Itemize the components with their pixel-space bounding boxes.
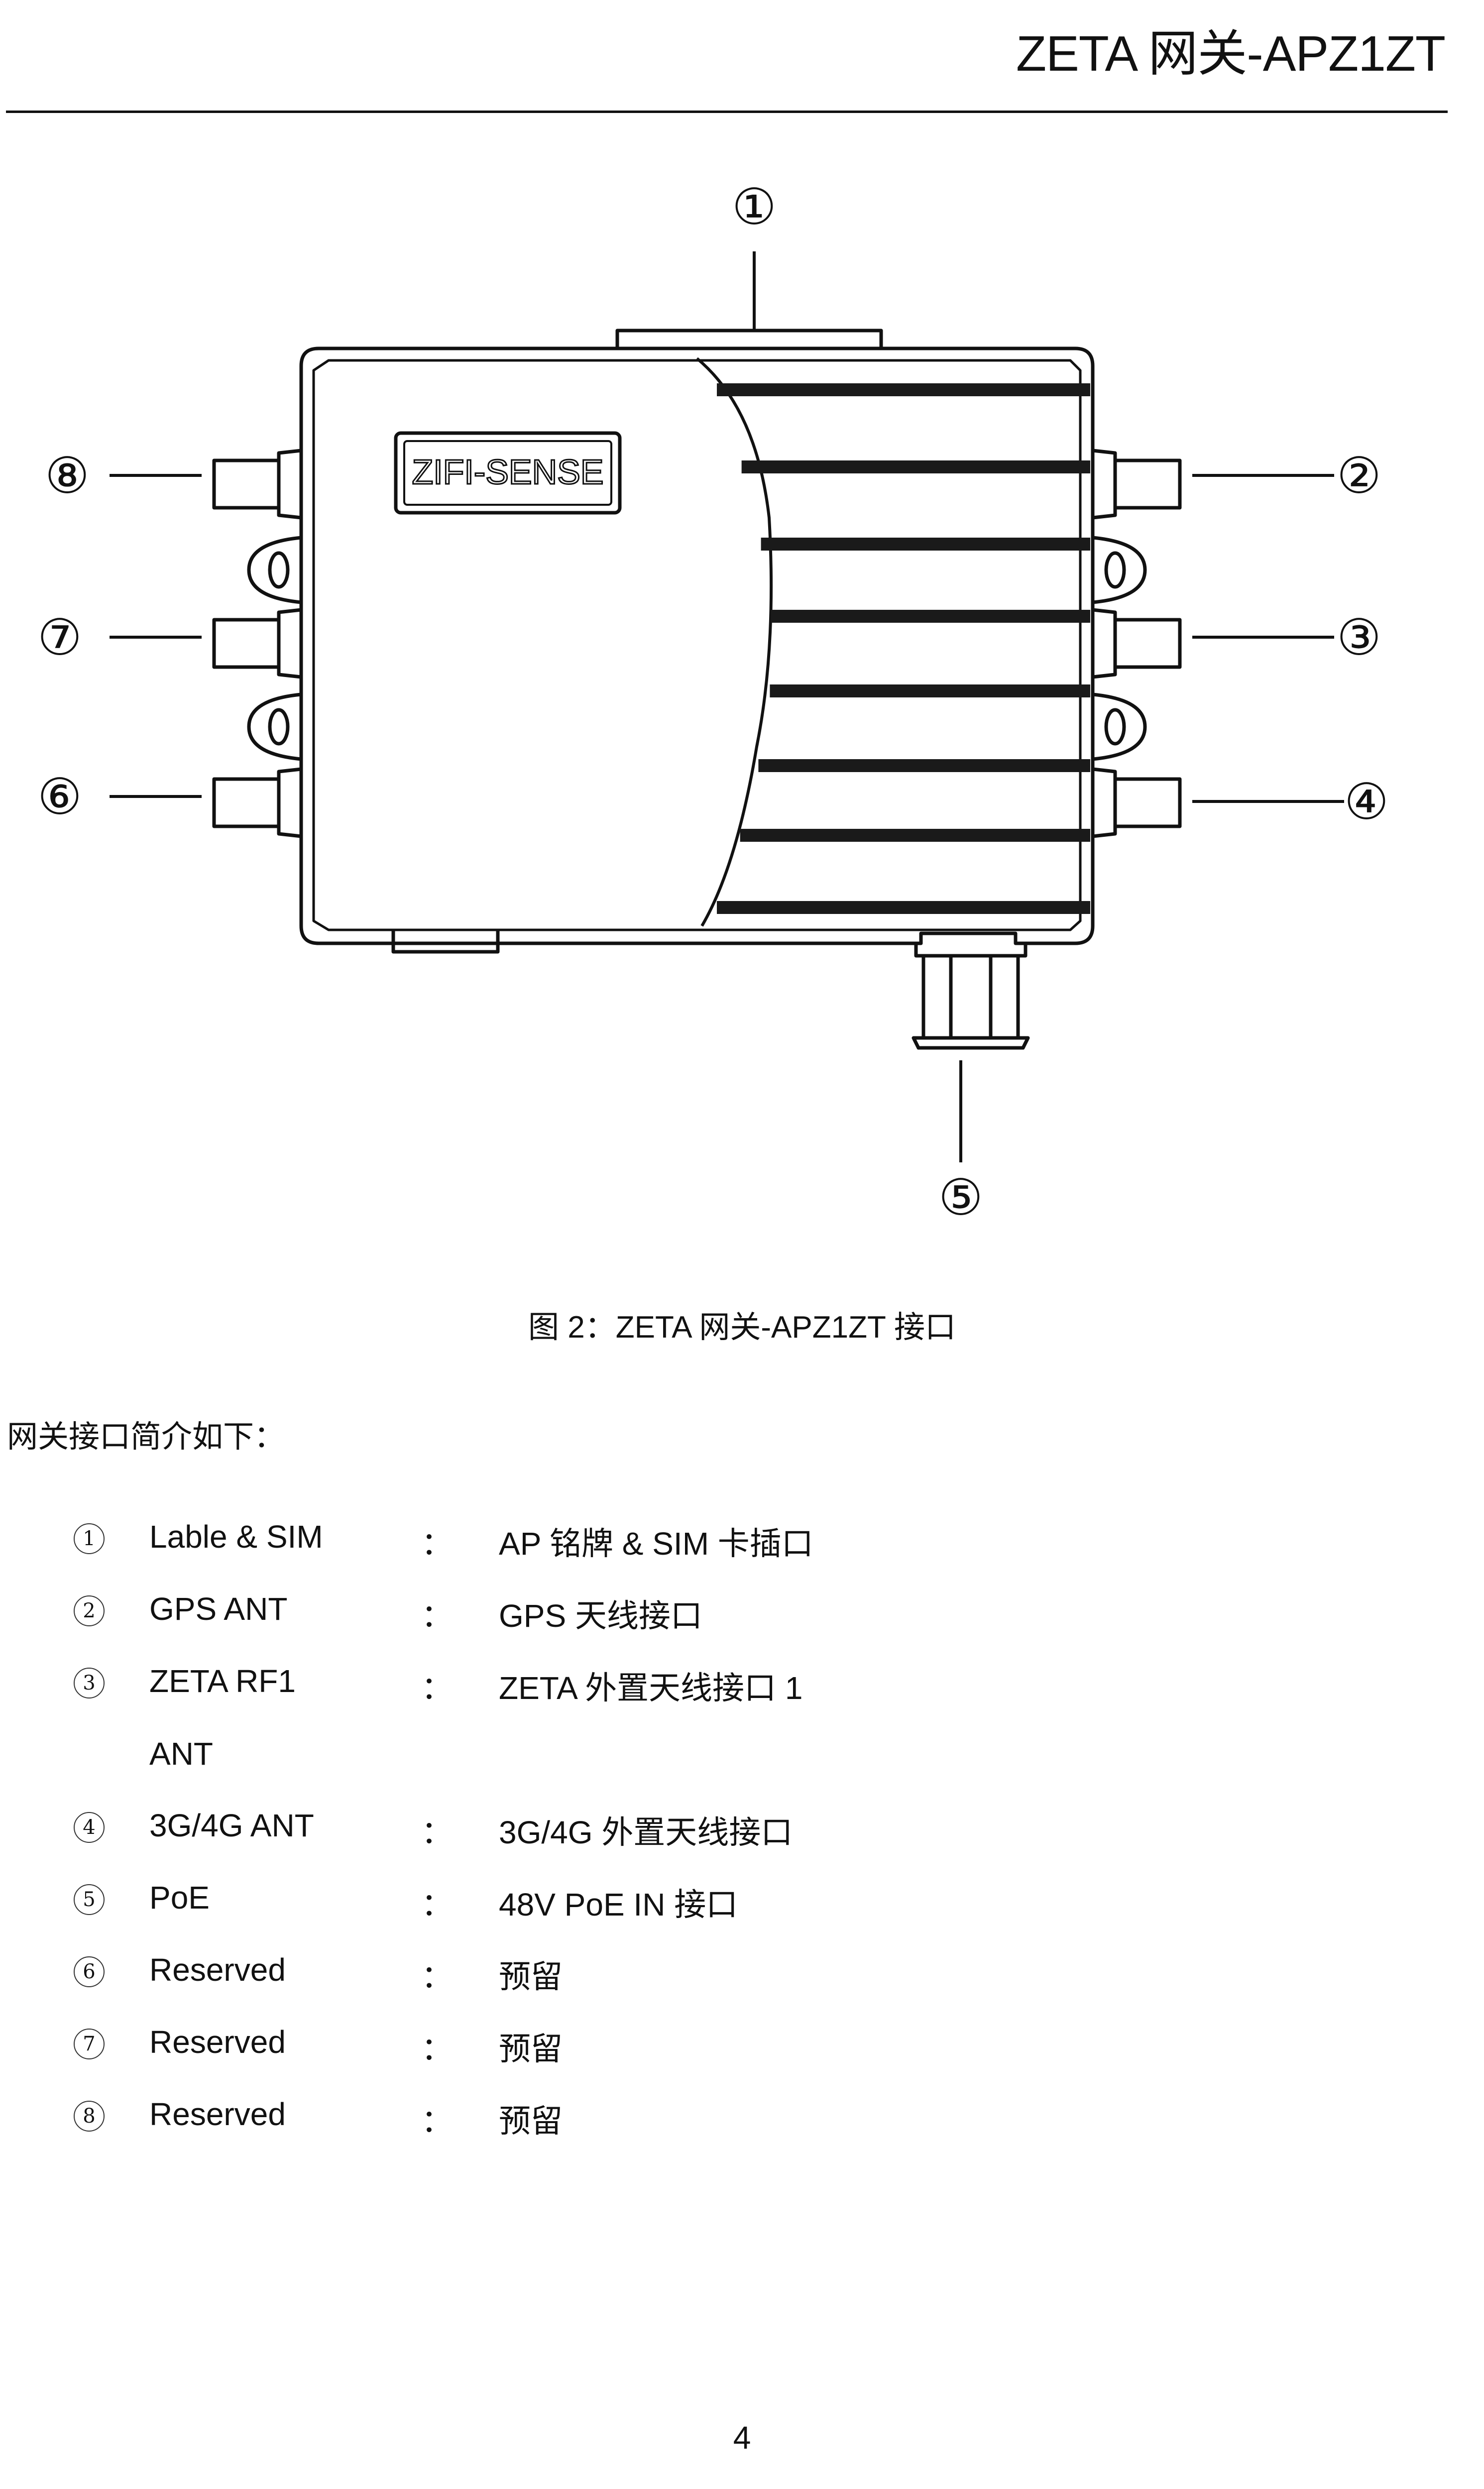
list-item: 2 GPS ANT ： GPS 天线接口 xyxy=(0,1590,1484,1645)
callout-2: ② xyxy=(1337,447,1381,505)
item-number: 1 xyxy=(74,1523,105,1554)
separator-colon: ： xyxy=(421,2103,453,2140)
separator-colon: ： xyxy=(421,1670,453,1707)
interface-name: Reserved xyxy=(149,2024,286,2060)
interface-description: ZETA 外置天线接口 1 xyxy=(499,1670,803,1706)
header-rule xyxy=(6,111,1448,113)
interface-description: GPS 天线接口 xyxy=(499,1598,702,1634)
interface-name-continued: ANT xyxy=(149,1736,213,1772)
device-fin xyxy=(770,684,1090,697)
interface-description: 3G/4G 外置天线接口 xyxy=(499,1814,793,1850)
separator-colon: ： xyxy=(421,1887,453,1923)
item-number: 6 xyxy=(74,1956,105,1987)
list-item: 7 Reserved ： 预留 xyxy=(0,2024,1484,2078)
callout-4: ④ xyxy=(1344,773,1389,831)
device-fin xyxy=(761,538,1090,551)
item-number: 3 xyxy=(74,1668,105,1698)
list-item: 5 PoE ： 48V PoE IN 接口 xyxy=(0,1879,1484,1934)
separator-colon: ： xyxy=(421,1598,453,1635)
intro-text: 网关接口简介如下： xyxy=(7,1418,285,1455)
page-number: 4 xyxy=(733,2420,751,2456)
page-header-title: ZETA 网关-APZ1ZT xyxy=(1016,26,1446,82)
interface-name: Reserved xyxy=(149,2096,286,2132)
interface-name: Lable & SIM xyxy=(149,1519,323,1555)
interface-name: PoE xyxy=(149,1880,210,1916)
interface-name: Reserved xyxy=(149,1952,286,1988)
callout-5: ⑤ xyxy=(938,1168,983,1227)
separator-colon: ： xyxy=(421,1814,453,1851)
callout-6: ⑥ xyxy=(37,768,82,826)
device-fin xyxy=(740,829,1090,842)
item-number: 8 xyxy=(74,2101,105,2132)
interface-name: GPS ANT xyxy=(149,1591,288,1627)
interface-description: 48V PoE IN 接口 xyxy=(499,1887,738,1923)
item-number: 4 xyxy=(74,1812,105,1843)
device-fin xyxy=(717,383,1090,396)
list-item: 4 3G/4G ANT ： 3G/4G 外置天线接口 xyxy=(0,1807,1484,1862)
device-fin xyxy=(741,460,1090,473)
gateway-device-figure: ZIFI-SENSE ① ② ③ ④ ⑤ ⑥ ⑦ ⑧ xyxy=(37,178,1389,1227)
interface-description: 预留 xyxy=(499,2031,563,2067)
interface-description: 预留 xyxy=(499,1959,563,1995)
callout-3: ③ xyxy=(1337,608,1381,667)
item-number: 5 xyxy=(74,1884,105,1915)
figure-caption: 图 2：ZETA 网关-APZ1ZT 接口 xyxy=(528,1310,956,1345)
callout-7: ⑦ xyxy=(37,608,82,667)
device-fin xyxy=(717,901,1090,914)
interface-description: AP 铭牌 & SIM 卡插口 xyxy=(499,1526,813,1562)
list-item: 6 Reserved ： 预留 xyxy=(0,1951,1484,2006)
callout-1: ① xyxy=(732,178,777,236)
list-item: 1 Lable & SIM ： AP 铭牌 & SIM 卡插口 xyxy=(0,1518,1484,1573)
list-item: 8 Reserved ： 预留 xyxy=(0,2096,1484,2150)
interface-name: ZETA RF1 xyxy=(149,1663,296,1699)
separator-colon: ： xyxy=(421,1526,453,1563)
interface-name: 3G/4G ANT xyxy=(149,1808,314,1843)
item-number: 2 xyxy=(74,1595,105,1626)
device-fin xyxy=(770,610,1090,623)
interface-description: 预留 xyxy=(499,2103,563,2139)
callout-8: ⑧ xyxy=(45,447,90,505)
separator-colon: ： xyxy=(421,2031,453,2068)
device-logo-text: ZIFI-SENSE xyxy=(412,453,603,491)
device-fin xyxy=(758,759,1090,772)
item-number: 7 xyxy=(74,2029,105,2059)
list-item: 3 ZETA RF1 ANT ： ZETA 外置天线接口 1 xyxy=(0,1663,1484,1772)
separator-colon: ： xyxy=(421,1959,453,1996)
